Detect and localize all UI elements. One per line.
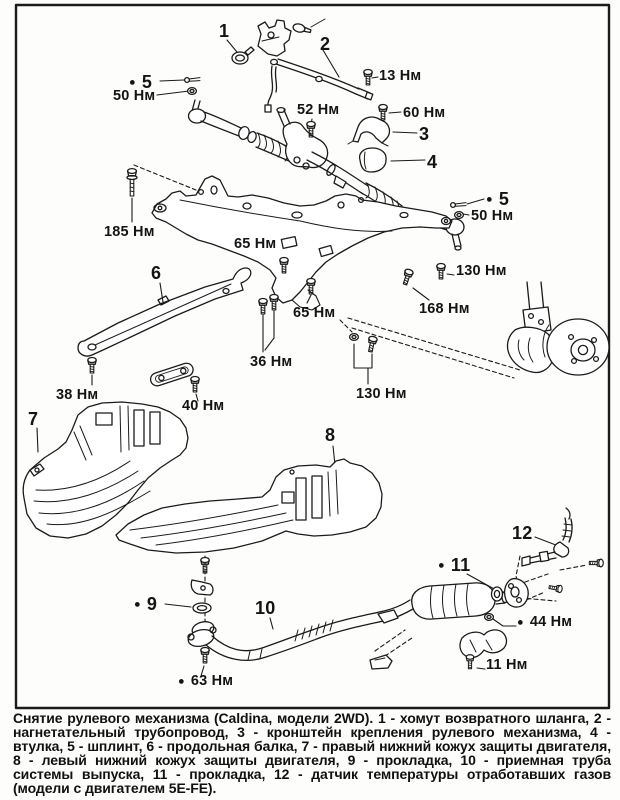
engine-cover-left-art (115, 458, 383, 554)
torque-65nm-upper: 65 Нм (234, 236, 276, 252)
torque-185nm: 185 Нм (104, 224, 155, 240)
part-number-text: 12 (512, 523, 533, 543)
hose-clamp-art (231, 46, 255, 65)
rack-bracket-art (347, 116, 391, 147)
replace-mark-icon: ● (486, 193, 493, 206)
part-number-text: 1 (219, 21, 230, 41)
torque-40nm: 40 Нм (182, 398, 224, 414)
torque-value-text: 40 Нм (182, 398, 225, 414)
replace-mark-icon: ● (178, 675, 185, 687)
pressure-pipe-art (264, 58, 374, 113)
torque-value-text: 50 Нм (471, 208, 514, 224)
part-5-label-left: ●5 (129, 72, 152, 93)
diagram-art (14, 3, 611, 710)
steering-rack-art (187, 99, 465, 251)
torque-value-text: 11 Нм (486, 657, 528, 673)
part-3-label: 3 (419, 124, 429, 145)
part-8-label: 8 (325, 425, 335, 446)
replace-mark-icon: ● (438, 559, 445, 572)
torque-value-text: 63 Нм (190, 673, 234, 689)
part-11-label: ● 11 (438, 555, 470, 576)
torque-value-text: 13 Нм (379, 68, 422, 84)
part-number-text: 7 (28, 409, 39, 429)
torque-value-text: 65 Нм (293, 305, 336, 321)
part-number-text: 5 (141, 72, 153, 92)
figure-caption: Снятие рулевого механизма (Caldina, моде… (13, 710, 611, 796)
replace-mark-icon: ● (134, 598, 141, 611)
torque-value-text: 168 Нм (419, 301, 470, 317)
longitudinal-beam-art (77, 267, 252, 357)
torque-44nm: ● 44 Нм (517, 614, 572, 630)
rack-bushing-art (358, 147, 387, 173)
part-6-label: 6 (151, 263, 161, 284)
part-number-text: 11 (450, 555, 471, 575)
torque-168nm: 168 Нм (419, 301, 470, 317)
part-number-text: 6 (151, 263, 162, 283)
top-sensor-art (292, 18, 326, 34)
torque-50nm-left: 50 Нм (113, 88, 155, 104)
part-number-text: 9 (146, 594, 158, 614)
torque-value-text: 60 Нм (403, 105, 446, 121)
torque-50nm-right: 50 Нм (471, 208, 513, 224)
bolt-185nm-icon (126, 167, 138, 197)
part-number-text: 8 (325, 425, 336, 445)
torque-value-text: 130 Нм (456, 263, 507, 279)
torque-value-text: 50 Нм (113, 88, 156, 104)
torque-value-text: 38 Нм (56, 387, 99, 403)
top-bracket-art (257, 19, 292, 57)
replace-mark-icon: ● (129, 76, 136, 89)
part-4-label: 4 (427, 152, 437, 173)
part-number-text: 3 (419, 124, 430, 144)
torque-130nm-bottom: 130 Нм (356, 386, 407, 402)
part-10-label: 10 (255, 598, 275, 619)
torque-63nm: ● 63 Нм (178, 673, 233, 689)
torque-36nm: 36 Нм (250, 354, 292, 370)
torque-value-text: 52 Нм (297, 102, 340, 118)
torque-value-text: 65 Нм (234, 236, 277, 252)
torque-65nm-lower: 65 Нм (293, 305, 335, 321)
gasket-flange-art (490, 577, 529, 608)
part-5-label-right: ●5 (486, 189, 509, 210)
subframe-art (151, 175, 453, 311)
torque-value-text: 36 Нм (250, 354, 293, 370)
gasket-plate-art (149, 362, 194, 387)
part-12-label: 12 (512, 523, 532, 544)
part-7-label: 7 (28, 409, 38, 430)
knuckle-disc-art (506, 281, 610, 376)
part-1-label: 1 (219, 21, 229, 42)
torque-value-text: 185 Нм (104, 224, 155, 240)
replace-mark-icon: ● (517, 616, 524, 628)
part-number-text: 4 (427, 152, 438, 172)
torque-60nm: 60 Нм (403, 105, 445, 121)
torque-13nm: 13 Нм (379, 68, 421, 84)
torque-130nm-right: 130 Нм (456, 263, 507, 279)
torque-52nm: 52 Нм (297, 102, 339, 118)
figure-border (14, 3, 611, 710)
torque-11nm: 11 Нм (486, 657, 528, 673)
torque-value-text: 130 Нм (356, 386, 407, 402)
egt-sensor-art (521, 507, 604, 594)
part-number-text: 2 (320, 34, 331, 54)
part-number-text: 10 (255, 598, 276, 618)
engine-cover-right-art (22, 401, 189, 539)
small-bracket-art (369, 654, 393, 670)
part-number-text: 5 (498, 189, 510, 209)
part-2-label: 2 (320, 34, 330, 55)
torque-value-text: 44 Нм (529, 614, 573, 630)
part-9-label: ●9 (134, 594, 157, 615)
torque-38nm: 38 Нм (56, 387, 98, 403)
